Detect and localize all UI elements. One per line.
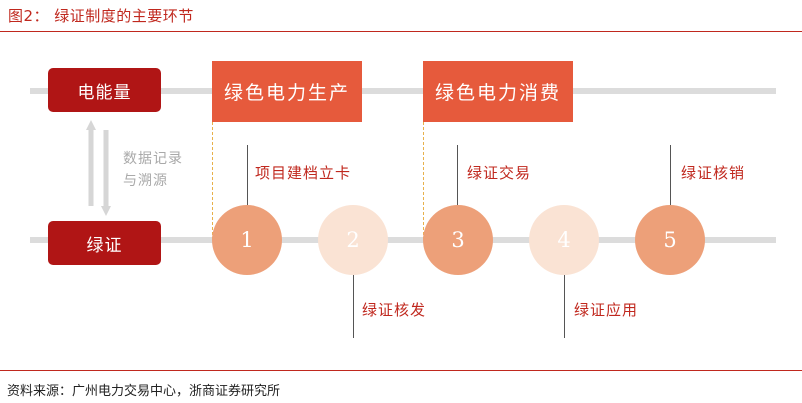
callout-line-3 — [457, 145, 458, 205]
data-trace-note-line2: 与溯源 — [123, 173, 168, 189]
bidirectional-arrow — [86, 120, 111, 216]
consumption-dashed-connector — [423, 122, 424, 240]
consumption-label: 绿色电力消费 — [434, 82, 561, 104]
certificate-box-label: 绿证 — [86, 235, 123, 256]
step-number-5: 5 — [663, 228, 677, 252]
up-arrow-shaft — [88, 130, 94, 206]
step-label-2: 绿证核发 — [362, 301, 427, 319]
down-arrow-shaft — [103, 130, 109, 206]
step-label-3: 绿证交易 — [467, 164, 532, 182]
step-circle-5: 5 — [635, 205, 705, 275]
top-rule — [0, 31, 802, 32]
production-dashed-connector — [212, 122, 213, 240]
data-trace-note-line1: 数据记录 — [123, 151, 183, 167]
callout-line-5 — [670, 145, 671, 205]
certificate-track — [30, 237, 776, 243]
energy-track — [30, 88, 776, 94]
step-circle-4: 4 — [529, 205, 599, 275]
up-arrow-head — [86, 120, 96, 130]
step-label-5: 绿证核销 — [681, 164, 746, 182]
energy-box: 电能量 — [48, 68, 161, 112]
green-power-production-box: 绿色电力生产 — [212, 61, 362, 122]
down-arrow-head — [101, 206, 111, 216]
source-note: 资料来源：广州电力交易中心，浙商证券研究所 — [7, 384, 281, 399]
callout-line-2 — [353, 275, 354, 338]
step-number-4: 4 — [557, 228, 571, 252]
step-number-2: 2 — [346, 228, 360, 252]
production-label: 绿色电力生产 — [223, 82, 350, 104]
step-number-3: 3 — [451, 228, 465, 252]
step-label-4: 绿证应用 — [574, 301, 639, 319]
step-circle-1: 1 — [212, 205, 282, 275]
figure-title: 图2： 绿证制度的主要环节 — [8, 7, 194, 25]
bottom-rule — [0, 370, 802, 371]
certificate-box: 绿证 — [48, 221, 161, 265]
step-circle-3: 3 — [423, 205, 493, 275]
data-trace-note: 数据记录 与溯源 — [123, 148, 183, 192]
green-power-consumption-box: 绿色电力消费 — [423, 61, 573, 122]
step-label-1: 项目建档立卡 — [255, 164, 352, 182]
step-circle-2: 2 — [318, 205, 388, 275]
callout-line-1 — [247, 145, 248, 205]
step-number-1: 1 — [240, 228, 254, 252]
energy-box-label: 电能量 — [77, 82, 132, 103]
callout-line-4 — [564, 275, 565, 338]
